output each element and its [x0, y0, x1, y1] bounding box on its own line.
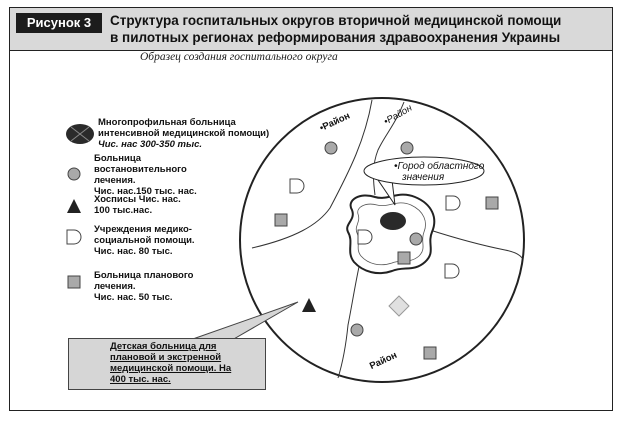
social-care-marker	[289, 178, 305, 194]
legend-line: востановительного	[94, 164, 187, 175]
multiprofile-hospital-marker	[380, 212, 406, 230]
legend-line: социальной помощи.	[94, 235, 195, 246]
legend-line: Больница планового	[94, 270, 194, 281]
rehab-hospital-marker	[409, 232, 423, 246]
legend-line: Чис. нас. 80 тыс.	[94, 246, 173, 257]
planned-hospital-marker	[397, 251, 411, 265]
city-label-line-1: •Город областного	[394, 161, 485, 172]
callout-line: 400 тыс. нас.	[110, 374, 171, 385]
legend-item-planned: Больница планового лечения. Чис. нас. 50…	[94, 270, 193, 303]
district-boundary-line	[429, 229, 523, 259]
title-line-1: Структура госпитальных округов вторичной…	[110, 13, 562, 28]
figure-label: Рисунок 3	[16, 13, 102, 33]
district-boundary-line	[372, 101, 405, 196]
legend-line: Хосписы Чис. нас.	[94, 194, 181, 205]
legend-line: лечения.	[94, 175, 136, 186]
legend-line: Многопрофильная больница	[98, 117, 236, 128]
planned-hospital-marker	[423, 346, 437, 360]
callout-line: Детская больница для	[110, 341, 217, 352]
district-boundary-line	[251, 99, 373, 249]
d-shape-icon	[66, 229, 82, 245]
legend-item-rehab: Больница востановительного лечения. Чис.…	[94, 153, 197, 197]
rehab-hospital-marker	[324, 141, 338, 155]
city-callout-ellipse	[363, 156, 485, 186]
city-area-outline	[346, 193, 436, 275]
legend-line: интенсивной медицинской помощи)	[98, 128, 270, 139]
black-triangle-icon	[67, 199, 81, 213]
planned-hospital-marker	[274, 213, 288, 227]
childrens-hospital-callout	[68, 338, 266, 390]
figure-title: Структура госпитальных округов вторичной…	[110, 12, 606, 46]
legend-item-hospice: Хосписы Чис. нас. 100 тыс.нас.	[94, 194, 181, 216]
district-boundary-line	[337, 261, 361, 379]
callout-line: медицинской помощи. На	[110, 363, 232, 374]
hospice-marker	[302, 298, 316, 312]
grey-circle-icon	[67, 167, 81, 181]
legend-line: Чис. нас 300-350 тыс.	[98, 139, 203, 150]
diagram-subtitle: Образец создания госпитального округа	[140, 51, 338, 63]
legend-item-social-care: Учреждения медико- социальной помощи. Чи…	[94, 224, 195, 257]
social-care-marker	[357, 229, 373, 245]
legend-line: лечения.	[94, 281, 136, 292]
childrens-hospital-callout-text: Детская больница для плановой и экстренн…	[110, 341, 260, 385]
social-care-marker	[444, 263, 460, 279]
legend-line: Чис. нас.150 тыс. нас.	[94, 186, 197, 197]
planned-hospital-marker	[485, 196, 499, 210]
crossed-circle-icon-stroke	[70, 126, 90, 142]
legend-item-multiprofile: Многопрофильная больница интенсивной мед…	[98, 117, 269, 150]
legend-line: Чис. нас. 50 тыс.	[94, 292, 173, 303]
rehab-hospital-marker	[350, 323, 364, 337]
callout-line: плановой и экстренной	[110, 352, 222, 363]
grey-square-icon	[67, 275, 81, 289]
childrens-hospital-marker	[388, 295, 410, 317]
social-care-marker	[445, 195, 461, 211]
legend-line: 100 тыс.нас.	[94, 205, 153, 216]
figure-header: Рисунок 3 Структура госпитальных округов…	[10, 8, 612, 51]
legend-line: Больница	[94, 153, 142, 164]
title-line-2: в пилотных регионах реформирования здрав…	[110, 30, 561, 45]
city-label-line-2: значения	[402, 172, 445, 183]
city-label: •Город областного значения	[394, 161, 484, 183]
rehab-hospital-marker	[400, 141, 414, 155]
legend-line: Учреждения медико-	[94, 224, 192, 235]
